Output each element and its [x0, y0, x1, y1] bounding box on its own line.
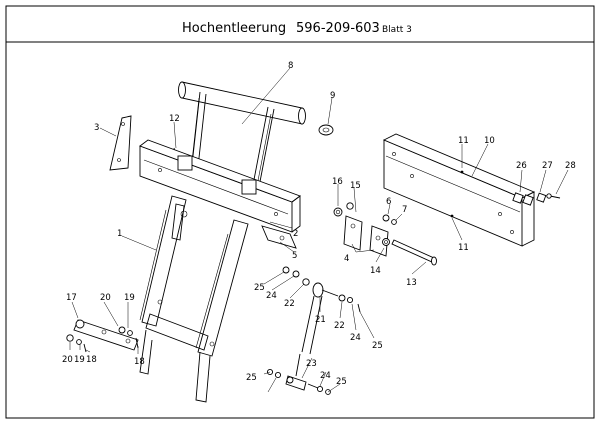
- callout-27: 27: [542, 161, 553, 171]
- callout-6: 6: [386, 197, 391, 207]
- callout-15: 15: [350, 181, 361, 191]
- callout-25-lower-right: 25: [336, 377, 347, 387]
- callout-18-right: 18: [134, 357, 145, 367]
- leader-lines: [69, 67, 569, 393]
- callout-25-mid: 25: [372, 341, 383, 351]
- callout-19-right: 19: [124, 293, 135, 303]
- callout-14: 14: [370, 266, 381, 276]
- callout-4: 4: [344, 254, 349, 264]
- part-1-main-frame: [139, 195, 249, 403]
- callout-11-top: 11: [458, 136, 469, 146]
- parts-26-28-clamp-set: [512, 192, 561, 206]
- callout-3: 3: [94, 123, 99, 133]
- callout-25-lower-left: 25: [246, 373, 257, 383]
- part-10-rail: [382, 133, 536, 247]
- part-11-rivets: [450, 170, 464, 218]
- sheet-border: [5, 5, 595, 419]
- callout-16: 16: [332, 177, 343, 187]
- title-number: 596-209-603: [296, 21, 380, 36]
- callout-24-top: 24: [266, 291, 277, 301]
- callout-23: 23: [306, 359, 317, 369]
- callout-7: 7: [402, 205, 407, 215]
- title-sheet: Blatt 3: [382, 25, 412, 35]
- callout-9: 9: [330, 91, 335, 101]
- callout-28: 28: [565, 161, 576, 171]
- callout-11-bottom: 11: [458, 243, 469, 253]
- part-15-16-nuts: [333, 202, 354, 217]
- callout-20-left: 20: [62, 355, 73, 365]
- callout-5: 5: [292, 251, 297, 261]
- callout-26: 26: [516, 161, 527, 171]
- callout-24-mid: 24: [350, 333, 361, 343]
- callout-10: 10: [484, 136, 495, 146]
- callout-25-top: 25: [254, 283, 265, 293]
- callout-19-left: 19: [74, 355, 85, 365]
- title-name: Hochentleerung: [182, 21, 286, 36]
- part-13-pin: [391, 239, 437, 266]
- callout-12: 12: [169, 114, 180, 124]
- callout-18-left: 18: [86, 355, 97, 365]
- part-9-end-cap: [318, 124, 334, 136]
- parts-22-25-fasteners-mid: [266, 266, 361, 395]
- callout-24-bottom: 24: [320, 371, 331, 381]
- part-8-handle-bar: [178, 81, 306, 197]
- part-14-washer: [382, 238, 390, 246]
- callout-labels: 1 2 3 4 5 6 7 8 9 10 11 11 12 13 14 15 1…: [62, 61, 576, 387]
- callout-13: 13: [406, 278, 417, 288]
- part-6-7-bolts: [382, 214, 397, 225]
- callout-22-top: 22: [284, 299, 295, 309]
- part-23-lower-link: [285, 353, 307, 391]
- callout-20-right: 20: [100, 293, 111, 303]
- callout-8: 8: [288, 61, 293, 71]
- callout-21: 21: [315, 315, 326, 325]
- part-4-hinge-bracket: [343, 215, 389, 257]
- callout-22-mid: 22: [334, 321, 345, 331]
- part-17-link-plate: [73, 319, 139, 351]
- part-5-bracket: [261, 225, 297, 249]
- part-3-side-plate: [109, 115, 132, 171]
- parts-18-20-fasteners-left: [66, 326, 139, 353]
- callout-2: 2: [293, 229, 298, 239]
- part-2-cross-beam: [139, 139, 301, 233]
- callout-1: 1: [117, 229, 122, 239]
- callout-17: 17: [66, 293, 77, 303]
